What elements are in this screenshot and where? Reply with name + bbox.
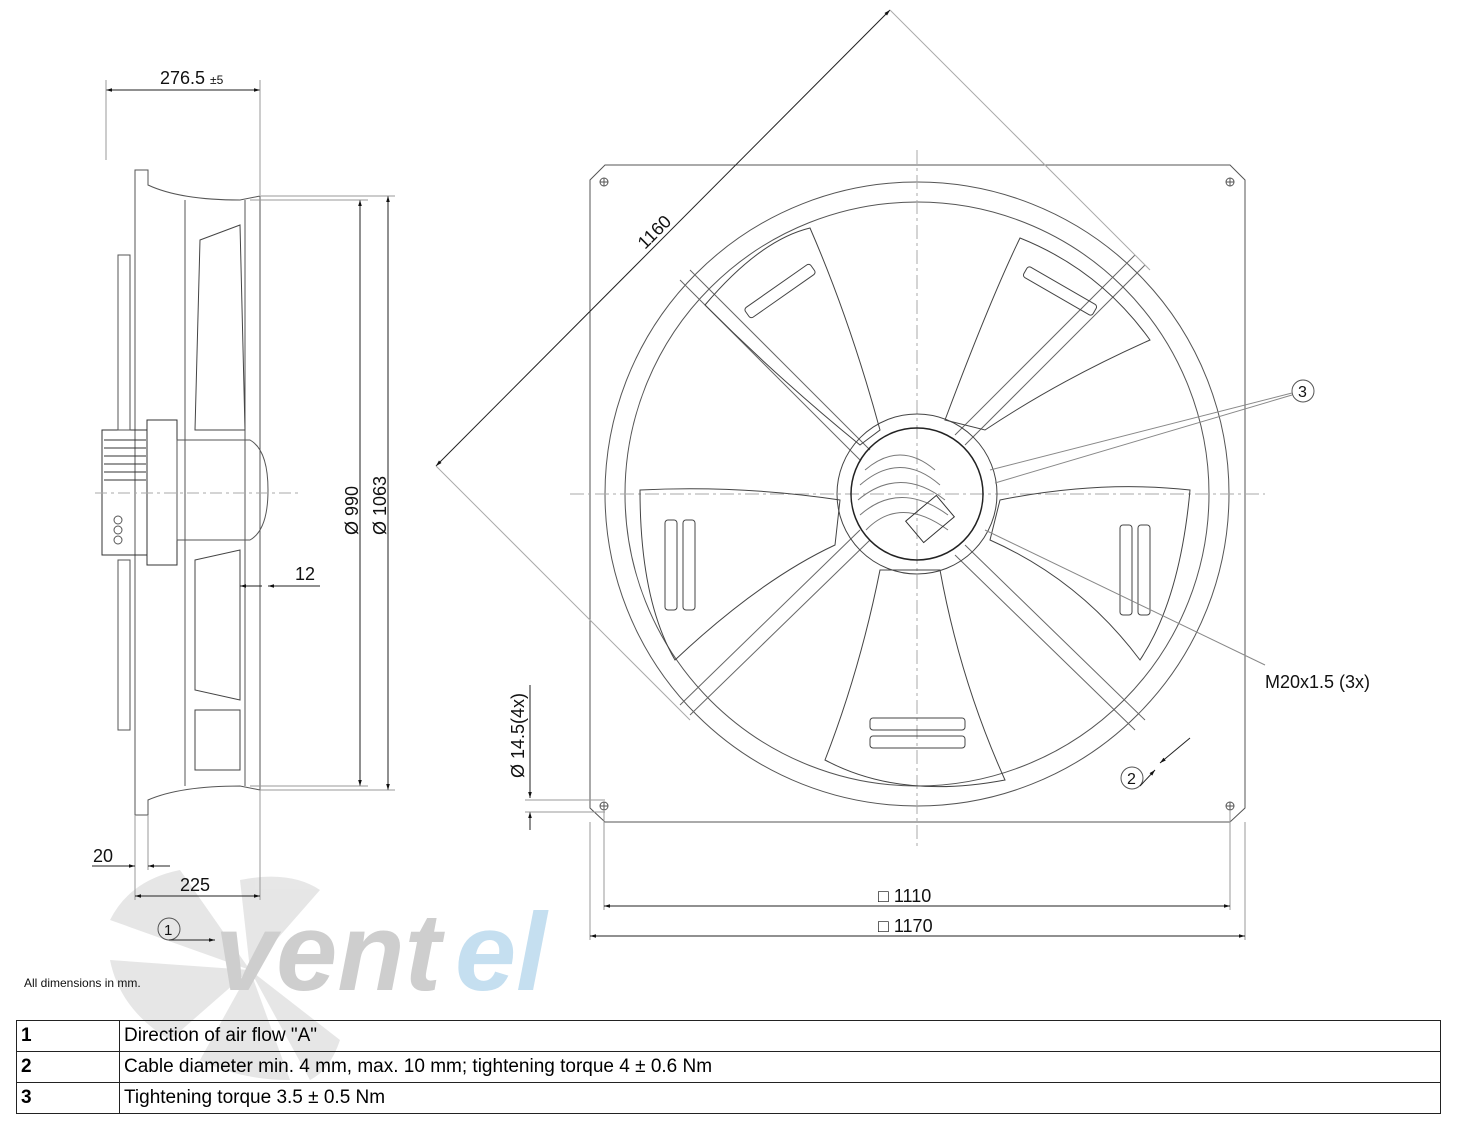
dim-outer-diameter: Ø 1063 — [370, 476, 390, 535]
legend-number: 2 — [16, 1051, 120, 1083]
marker-3: 3 — [1298, 384, 1307, 401]
side-view — [92, 80, 395, 942]
legend-row: 3 Tightening torque 3.5 ± 0.5 Nm — [16, 1082, 1441, 1114]
legend-row: 1 Direction of air flow "A" — [16, 1020, 1441, 1052]
units-note: All dimensions in mm. — [24, 976, 141, 990]
dim-overall-depth: 276.5 — [160, 68, 205, 88]
airflow-marker-1: 1 — [164, 922, 172, 939]
dim-flange: 20 — [93, 846, 113, 866]
dim-plate-size: □ 1170 — [878, 916, 933, 936]
dim-inner-diameter: Ø 990 — [342, 486, 362, 535]
dim-mount-hole: Ø 14.5(4x) — [508, 693, 528, 778]
dim-blade-offset: 12 — [295, 564, 315, 584]
dim-hole-spacing: □ 1110 — [878, 886, 931, 906]
legend-table: 1 Direction of air flow "A" 2 Cable diam… — [16, 1020, 1441, 1114]
legend-row: 2 Cable diameter min. 4 mm, max. 10 mm; … — [16, 1051, 1441, 1083]
legend-number: 3 — [16, 1082, 120, 1114]
dim-overall-depth-tolerance: ±5 — [210, 73, 224, 87]
callout-cable-gland: M20x1.5 (3x) — [1265, 672, 1370, 692]
marker-2: 2 — [1127, 771, 1136, 788]
dim-depth: 225 — [180, 875, 210, 895]
legend-text: Cable diameter min. 4 mm, max. 10 mm; ti… — [119, 1051, 1441, 1083]
front-view — [435, 9, 1315, 940]
legend-text: Tightening torque 3.5 ± 0.5 Nm — [119, 1082, 1441, 1114]
legend-text: Direction of air flow "A" — [119, 1020, 1441, 1052]
legend-number: 1 — [16, 1020, 120, 1052]
svg-text:el: el — [455, 891, 549, 1014]
svg-text:vent: vent — [215, 891, 446, 1014]
